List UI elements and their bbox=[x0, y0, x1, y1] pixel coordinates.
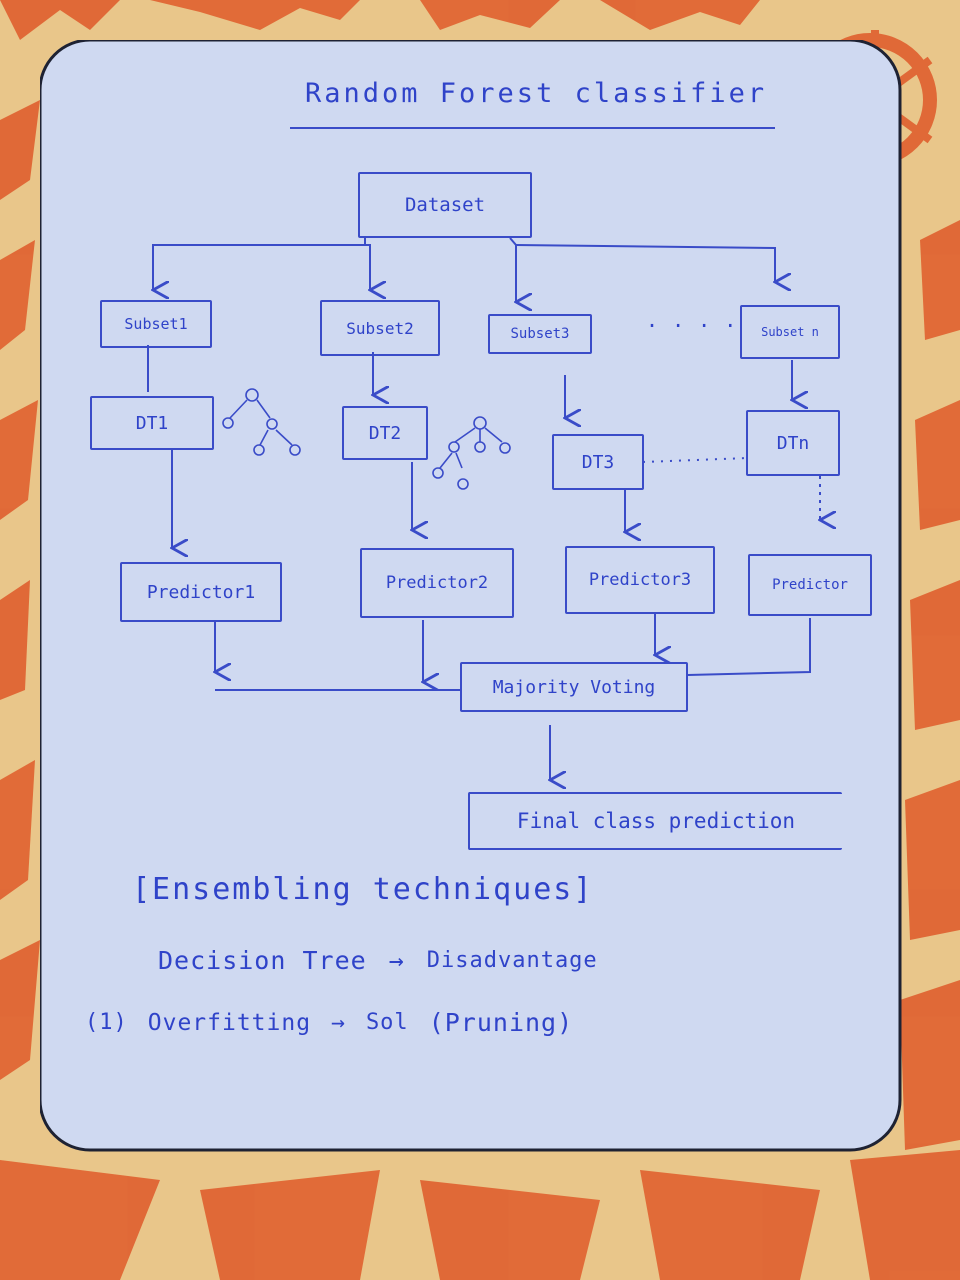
predictor-label-3: Predictor3 bbox=[588, 570, 692, 590]
subset-node-1: Subset1 bbox=[100, 300, 212, 348]
overfitting-note-row: (1) Overfitting → Sol (Pruning) bbox=[85, 1008, 573, 1037]
dataset-node: Dataset bbox=[358, 172, 532, 238]
subset-node-2: Subset2 bbox=[320, 300, 440, 356]
tree-node-n: DTn bbox=[746, 410, 840, 476]
majority-voting-label: Majority Voting bbox=[492, 676, 656, 698]
predictor-node-2: Predictor2 bbox=[360, 548, 514, 618]
solution-text: Sol bbox=[365, 1010, 409, 1035]
subset-node-3: Subset3 bbox=[488, 314, 592, 354]
predictor-node-3: Predictor3 bbox=[565, 546, 715, 614]
predictor-node-1: Predictor1 bbox=[120, 562, 282, 622]
disadvantage-text: Disadvantage bbox=[426, 948, 598, 973]
subset-ellipsis: . . . . bbox=[646, 308, 738, 332]
dataset-label: Dataset bbox=[404, 194, 486, 216]
tree-node-3: DT3 bbox=[552, 434, 644, 490]
tree-label-3: DT3 bbox=[581, 451, 615, 473]
item-number: (1) bbox=[85, 1010, 128, 1035]
predictor-node-n: Predictor bbox=[748, 554, 872, 616]
tree-label-n: DTn bbox=[776, 432, 810, 454]
subset-node-n: Subset n bbox=[740, 305, 840, 359]
whiteboard-card: Random Forest classifier Dataset Subset1… bbox=[40, 40, 920, 1160]
subset-label-1: Subset1 bbox=[124, 315, 188, 333]
decision-tree-note-row: Decision Tree → Disadvantage bbox=[158, 946, 598, 975]
arrow-icon: → bbox=[388, 946, 405, 975]
decision-tree-text: Decision Tree bbox=[158, 946, 367, 975]
tree-node-2: DT2 bbox=[342, 406, 428, 460]
diagram-connectors bbox=[40, 40, 902, 1152]
subset-label-n: Subset n bbox=[761, 325, 819, 339]
tree-label-2: DT2 bbox=[368, 422, 402, 444]
pruning-text: (Pruning) bbox=[428, 1008, 574, 1037]
arrow-icon: → bbox=[331, 1009, 346, 1036]
tree-doodle-1 bbox=[222, 388, 301, 456]
tree-node-1: DT1 bbox=[90, 396, 214, 450]
ensembling-note: [Ensembling techniques] bbox=[132, 872, 594, 907]
majority-voting-node: Majority Voting bbox=[460, 662, 688, 712]
diagram-title: Random Forest classifier bbox=[305, 78, 768, 109]
overfitting-text: Overfitting bbox=[147, 1009, 312, 1036]
predictor-label-1: Predictor1 bbox=[146, 581, 256, 603]
final-prediction-node: Final class prediction bbox=[468, 792, 842, 850]
predictor-label-2: Predictor2 bbox=[385, 573, 489, 593]
subset-label-2: Subset2 bbox=[346, 318, 414, 338]
tree-doodle-2 bbox=[432, 416, 511, 490]
final-prediction-label: Final class prediction bbox=[516, 809, 796, 833]
predictor-label-n: Predictor bbox=[772, 577, 848, 593]
tree-label-1: DT1 bbox=[135, 412, 169, 434]
subset-label-3: Subset3 bbox=[510, 326, 570, 342]
